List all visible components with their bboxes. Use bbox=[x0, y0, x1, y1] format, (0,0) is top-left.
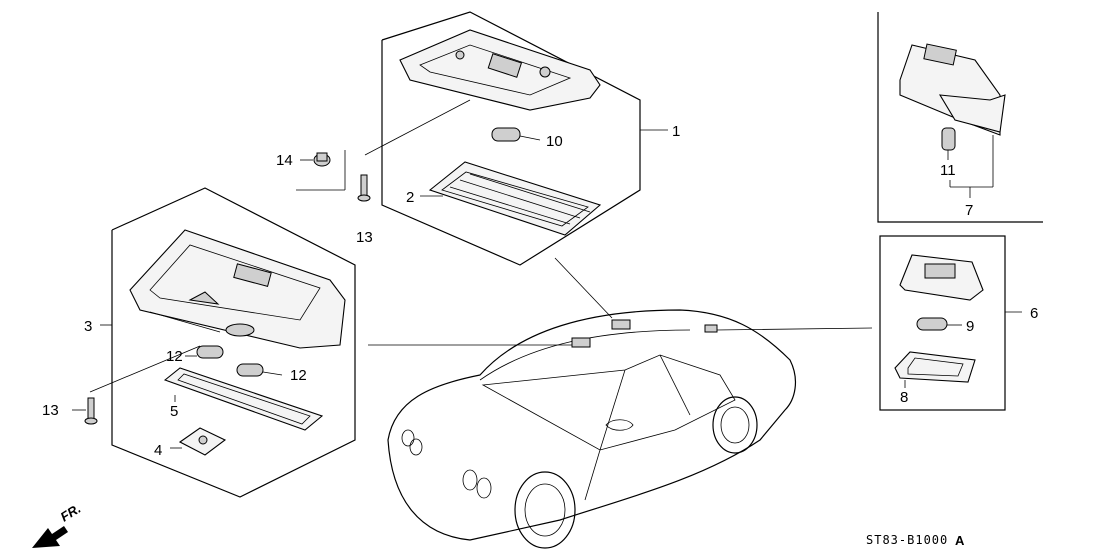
callout-9: 9 bbox=[966, 318, 974, 335]
callout-12a: 12 bbox=[166, 348, 183, 365]
callout-3: 3 bbox=[84, 318, 92, 335]
callout-12b: 12 bbox=[290, 367, 307, 384]
callout-4: 4 bbox=[154, 442, 162, 459]
clip-14 bbox=[313, 152, 331, 167]
lamp-assembly-7 bbox=[899, 43, 1006, 136]
callout-11: 11 bbox=[940, 162, 956, 179]
callout-13a: 13 bbox=[356, 229, 373, 246]
bracket-4 bbox=[178, 427, 227, 456]
callout-6: 6 bbox=[1030, 305, 1038, 322]
lens-5 bbox=[163, 367, 324, 431]
callout-10: 10 bbox=[546, 133, 563, 150]
callout-2: 2 bbox=[406, 189, 414, 206]
screw-13-left bbox=[84, 397, 98, 425]
callout-7: 7 bbox=[965, 202, 973, 219]
callout-5: 5 bbox=[170, 403, 178, 420]
group-box-1 bbox=[381, 11, 641, 266]
bulb-10 bbox=[491, 127, 541, 142]
callout-14: 14 bbox=[276, 152, 293, 169]
lamp-housing-6 bbox=[899, 254, 984, 301]
console-housing-3 bbox=[129, 229, 346, 349]
bulb-12b bbox=[236, 363, 264, 377]
group-box-3 bbox=[111, 187, 356, 498]
bulb-9 bbox=[916, 317, 948, 331]
diagram-code-suffix: A bbox=[955, 533, 965, 548]
group-box-6 bbox=[879, 235, 1006, 411]
lens-2 bbox=[428, 161, 602, 236]
bulb-12a bbox=[196, 345, 224, 359]
front-direction-label: FR. bbox=[58, 501, 84, 525]
lens-8 bbox=[894, 351, 976, 383]
bulb-11 bbox=[941, 127, 956, 151]
callout-1: 1 bbox=[672, 123, 680, 140]
group-box-7 bbox=[877, 12, 1043, 223]
car-outline bbox=[387, 309, 797, 549]
console-housing-top bbox=[399, 29, 601, 111]
callout-8: 8 bbox=[900, 389, 908, 406]
front-direction-arrow bbox=[32, 526, 68, 548]
diagram-code: ST83-B1000 bbox=[866, 533, 948, 547]
callout-13b: 13 bbox=[42, 402, 59, 419]
screw-13-top bbox=[357, 174, 371, 202]
